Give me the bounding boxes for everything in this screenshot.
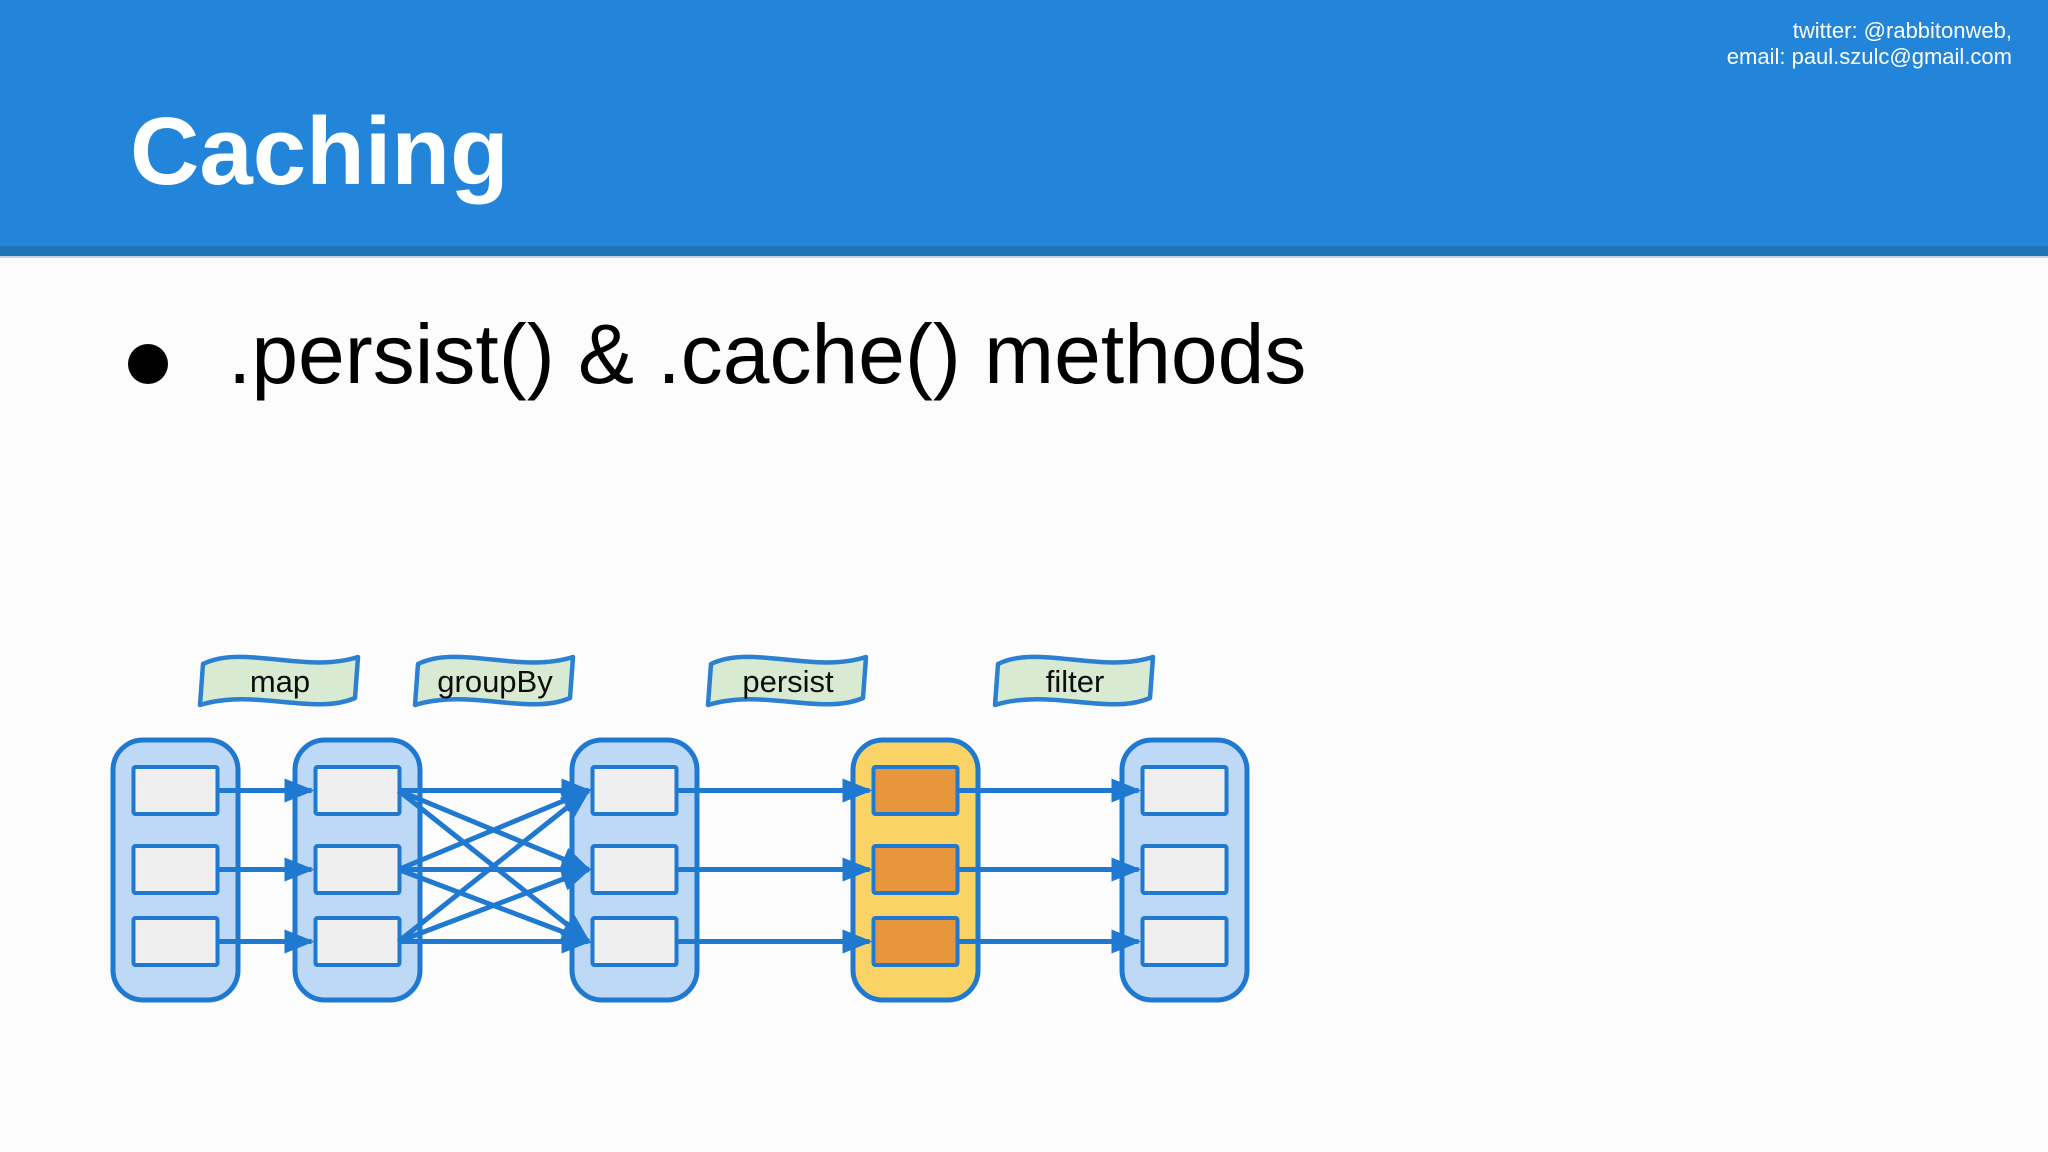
rdd-partition (313, 916, 402, 967)
contact-email: email: paul.szulc@gmail.com (1726, 44, 2012, 69)
rdd-partition (1140, 916, 1229, 967)
rdd-partition (313, 765, 402, 816)
rdd-partition (590, 916, 679, 967)
wavy-flag-shape (412, 654, 576, 708)
rdd-partition (313, 844, 402, 895)
header-bar (0, 0, 2048, 246)
rdd-partition (871, 844, 960, 895)
wavy-flag-shape (705, 654, 869, 708)
wavy-flag-shape (992, 654, 1156, 708)
shuffle-arrow (396, 788, 591, 944)
rdd-partition (131, 916, 220, 967)
transformation-label-text: groupBy (437, 664, 553, 699)
header-accent-stripe (0, 246, 2048, 258)
shuffle-arrow (397, 867, 592, 944)
page-title: Caching (130, 98, 509, 205)
contact-twitter: twitter: @rabbitonweb, (1792, 18, 2012, 43)
shuffle-arrow (397, 788, 592, 872)
bullet-dot-icon (128, 344, 168, 384)
transformation-label-filter: filter (992, 654, 1156, 708)
rdd-partition (131, 844, 220, 895)
rdd-partition (1140, 765, 1229, 816)
rdd-partition (871, 765, 960, 816)
transformation-label-text: persist (742, 664, 834, 699)
rdd-partition (590, 844, 679, 895)
transformation-label-text: map (250, 664, 310, 699)
wavy-flag-shape (197, 654, 361, 708)
transformation-label-text: filter (1046, 664, 1105, 699)
contact-info: twitter: @rabbitonweb, email: paul.szulc… (1727, 18, 2012, 70)
transformation-label-groupBy: groupBy (412, 654, 576, 708)
rdd-partition (131, 765, 220, 816)
rdd-partition (1140, 844, 1229, 895)
bullet-text: .persist() & .cache() methods (228, 307, 1307, 401)
rdd-partition (871, 916, 960, 967)
rdd-partition (590, 765, 679, 816)
transformation-label-persist: persist (705, 654, 869, 708)
transformation-label-map: map (197, 654, 361, 708)
